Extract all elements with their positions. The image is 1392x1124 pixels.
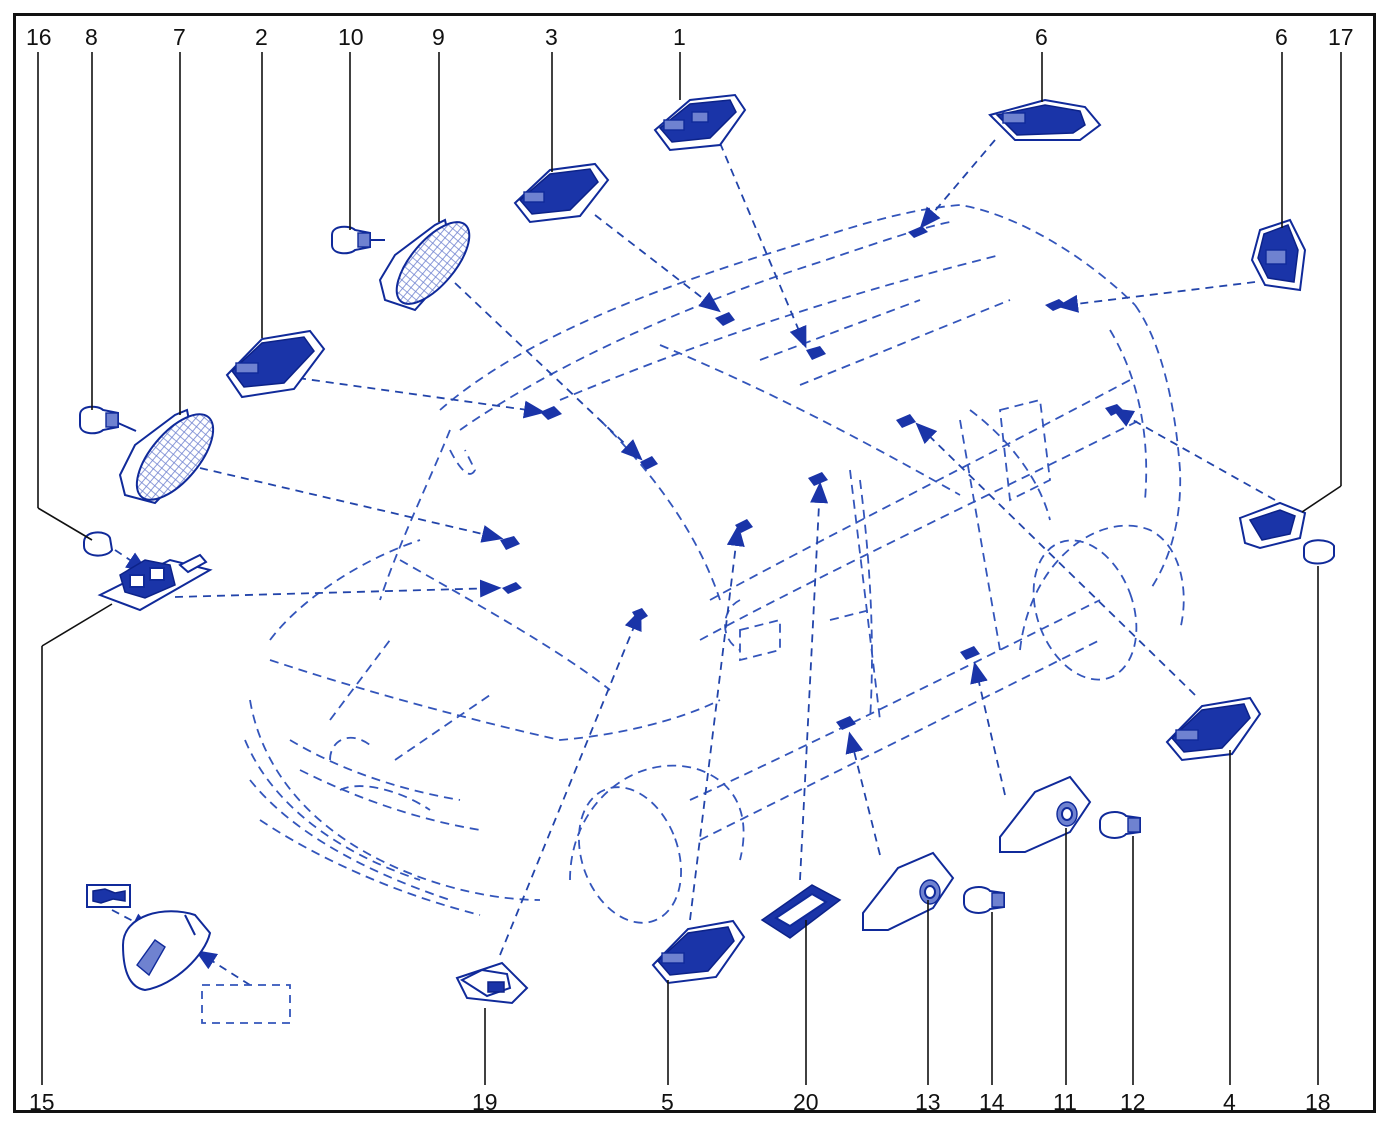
callout-label: 3 [545, 24, 558, 50]
bulb-placeholder-box [201, 984, 291, 1024]
lens-lamp-icon [118, 408, 215, 505]
courtesy-lamp-icon [653, 93, 747, 152]
callout-label: 10 [338, 24, 364, 50]
callout-label: 13 [915, 1089, 941, 1115]
callout-label: 5 [661, 1089, 674, 1115]
courtesy-lamp-icon [225, 329, 326, 399]
pointer-arrows [111, 139, 1276, 986]
lens-lamp-icon [862, 851, 955, 931]
callout-label: 7 [173, 24, 186, 50]
courtesy-lamp-icon [988, 98, 1102, 141]
callout-label: 14 [979, 1089, 1005, 1115]
callout-label: 2 [255, 24, 268, 50]
courtesy-lamp-icon [651, 919, 746, 985]
bulb-icon [1303, 539, 1335, 565]
callout-label: 16 [26, 24, 52, 50]
callout-label: 12 [1120, 1089, 1146, 1115]
courtesy-lamp-icon [1250, 218, 1307, 292]
callouts-bottom: 15 19 5 20 13 14 11 12 4 18 [29, 1089, 1331, 1115]
bulb-icon [963, 886, 1005, 914]
callout-leaders [37, 52, 1342, 1085]
lens-lamp-icon [999, 775, 1092, 853]
callout-label: 17 [1328, 24, 1354, 50]
callout-label: 1 [673, 24, 686, 50]
bulb-icon [331, 225, 385, 255]
callout-label: 8 [85, 24, 98, 50]
callout-label: 6 [1275, 24, 1288, 50]
bulb-icon [86, 884, 212, 992]
bulb-icon [83, 531, 114, 557]
callouts-top: 16 8 7 2 10 9 3 1 6 6 17 [26, 24, 1354, 50]
callout-label: 18 [1305, 1089, 1331, 1115]
bulb-icon [1099, 811, 1141, 839]
callout-label: 19 [472, 1089, 498, 1115]
callout-label: 15 [29, 1089, 55, 1115]
callout-label: 20 [793, 1089, 819, 1115]
courtesy-lamp-icon [513, 162, 610, 224]
callout-label: 4 [1223, 1089, 1236, 1115]
lens-lamp-icon [378, 218, 471, 312]
callout-label: 9 [432, 24, 445, 50]
callout-label: 6 [1035, 24, 1048, 50]
gasket-icon [760, 884, 842, 939]
plate-lamp-icon [97, 553, 213, 612]
callout-label: 11 [1053, 1089, 1077, 1115]
courtesy-lamp-icon [1165, 696, 1262, 762]
bulb-icon [79, 405, 137, 435]
plate-lamp-icon [1238, 501, 1307, 550]
plate-lamp-icon [455, 961, 529, 1005]
